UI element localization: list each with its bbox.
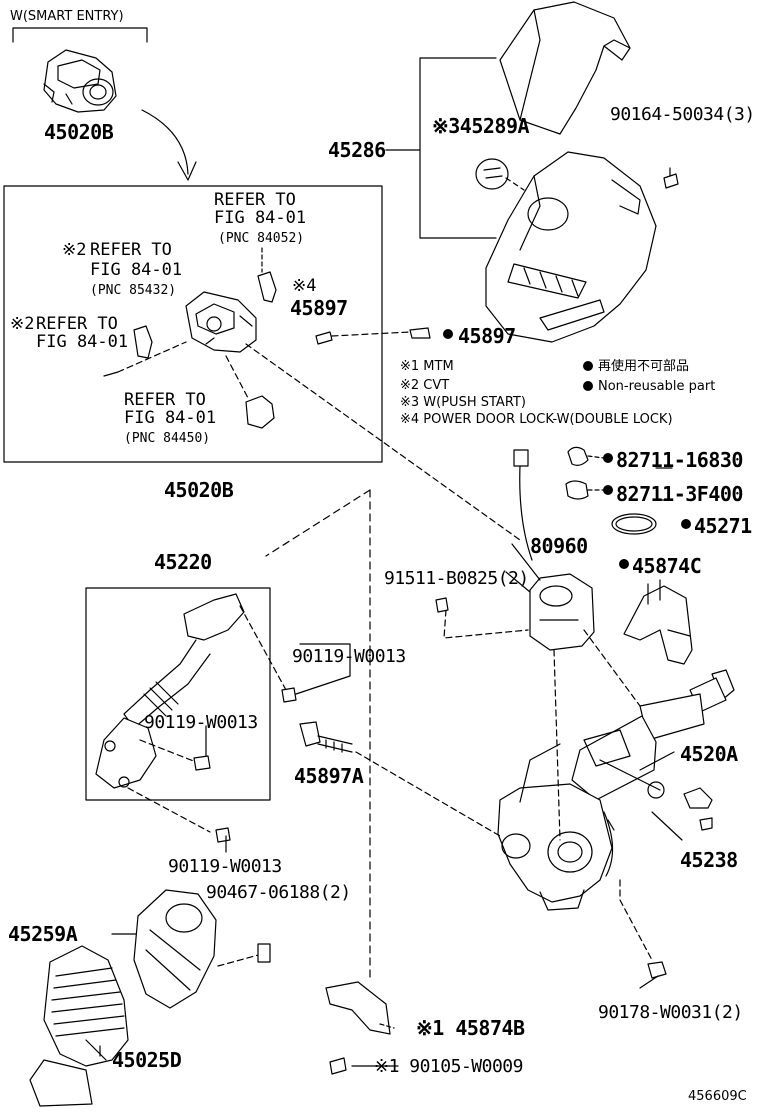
non-reusable-dots: [443, 329, 691, 569]
part-45874b[interactable]: ※1 45874B: [416, 1016, 525, 1040]
screw-90119-a: [281, 687, 297, 703]
key-pad-45289a: [475, 158, 509, 190]
refer-2-pnc: (PNC 85432): [90, 283, 177, 298]
refer-1-line2[interactable]: FIG 84-01: [214, 208, 307, 228]
diagram-id: 456609C: [688, 1089, 747, 1104]
switch-84450: [245, 395, 275, 429]
refer-4-pnc: (PNC 84450): [124, 431, 211, 446]
part-45897-mark: ※4: [292, 276, 317, 296]
part-45897-inbox[interactable]: 45897: [290, 296, 348, 320]
lower-column-cover-drawing: [485, 151, 657, 343]
smart-entry-note: W(SMART ENTRY): [10, 9, 124, 24]
screw-91511: [435, 597, 449, 613]
refer-4-line1: REFER TO: [124, 390, 206, 410]
bracket-45874b: [325, 981, 391, 1035]
switch-84052: [257, 271, 277, 303]
legend-note-1: ※1 MTM: [400, 359, 454, 374]
screw-90105: [329, 1057, 347, 1075]
refer-4-line2[interactable]: FIG 84-01: [124, 408, 217, 428]
legend-note-4: ※4 POWER DOOR LOCK-W(DOUBLE LOCK): [400, 412, 673, 427]
part-45020b-top[interactable]: 45020B: [44, 120, 114, 144]
legend-note-2: ※2 CVT: [400, 378, 450, 393]
refer-2-line2[interactable]: FIG 84-01: [90, 260, 183, 280]
part-4520a[interactable]: 4520A: [680, 742, 738, 766]
steering-column-drawing: [497, 669, 735, 911]
legend-non-reusable-jp: 再使用不可部品: [598, 359, 690, 374]
screw-45238: [699, 817, 713, 831]
clamp-3f400: [565, 480, 589, 500]
part-45025d[interactable]: 45025D: [112, 1048, 182, 1072]
curved-arrow: [141, 109, 189, 175]
part-90467[interactable]: 90467-06188(2): [206, 882, 351, 903]
switch-85432: [133, 325, 153, 359]
connector-80960: [513, 449, 529, 467]
part-45220[interactable]: 45220: [154, 550, 212, 574]
refer-3-mark: ※2: [10, 314, 35, 334]
part-45289a[interactable]: ※345289A: [432, 114, 530, 138]
key-cylinder-smart-entry-drawing: [43, 49, 117, 113]
box-45220: [85, 587, 271, 801]
smart-entry-bracket: [12, 27, 148, 43]
box-45020b: [3, 185, 383, 463]
bolt-45897a: [299, 721, 353, 753]
part-45286[interactable]: 45286: [328, 138, 386, 162]
nut-90178: [647, 961, 667, 979]
refer-2-line1: REFER TO: [90, 240, 172, 260]
part-80960[interactable]: 80960: [530, 534, 588, 558]
part-90105[interactable]: ※1 90105-W0009: [374, 1056, 523, 1077]
screw-90119-b: [193, 755, 211, 771]
part-90178[interactable]: 90178-W0031(2): [598, 1002, 743, 1023]
column-hole-cover-45259a-drawing: [133, 889, 217, 1009]
screw-45897: [315, 331, 333, 345]
nut-90467: [257, 943, 271, 963]
refer-1-pnc: (PNC 84052): [218, 231, 305, 246]
part-45874c[interactable]: 45874C: [632, 554, 702, 578]
refer-3-line2[interactable]: FIG 84-01: [36, 332, 129, 352]
part-45020b-box[interactable]: 45020B: [164, 478, 234, 502]
boot-45025d-drawing: [29, 945, 129, 1107]
part-90119-a[interactable]: 90119-W0013: [292, 646, 406, 667]
refer-1-line1: REFER TO: [214, 190, 296, 210]
part-82711-16830[interactable]: 82711-16830: [616, 448, 743, 472]
band-45271: [611, 513, 657, 535]
part-45897-nonreusable[interactable]: 45897: [458, 324, 516, 348]
legend-note-3: ※3 W(PUSH START): [400, 395, 526, 410]
refer-2-mark: ※2: [62, 240, 87, 260]
legend-non-reusable-en: Non-reusable part: [598, 379, 716, 394]
screw-left: [103, 371, 119, 377]
part-82711-3f400[interactable]: 82711-3F400: [616, 482, 743, 506]
part-90119-c[interactable]: 90119-W0013: [168, 856, 282, 877]
part-91511[interactable]: 91511-B0825(2): [384, 568, 529, 589]
motor-80960-drawing: [529, 573, 595, 651]
key-cylinder-drawing: [185, 291, 257, 353]
upper-column-cover-drawing: [499, 1, 631, 135]
part-90164[interactable]: 90164-50034(3): [610, 104, 755, 125]
part-45259a[interactable]: 45259A: [8, 922, 78, 946]
refer-3-line1: REFER TO: [36, 314, 118, 334]
bracket-45874c-drawing: [623, 579, 693, 665]
clamp-16830: [567, 446, 589, 466]
part-45897a[interactable]: 45897A: [294, 764, 364, 788]
intermediate-shaft-drawing: [95, 593, 245, 789]
part-90119-b[interactable]: 90119-W0013: [144, 712, 258, 733]
part-45271[interactable]: 45271: [694, 514, 752, 538]
screw-90119-c: [215, 827, 231, 843]
part-45238[interactable]: 45238: [680, 848, 738, 872]
screw-90164: [663, 173, 679, 189]
